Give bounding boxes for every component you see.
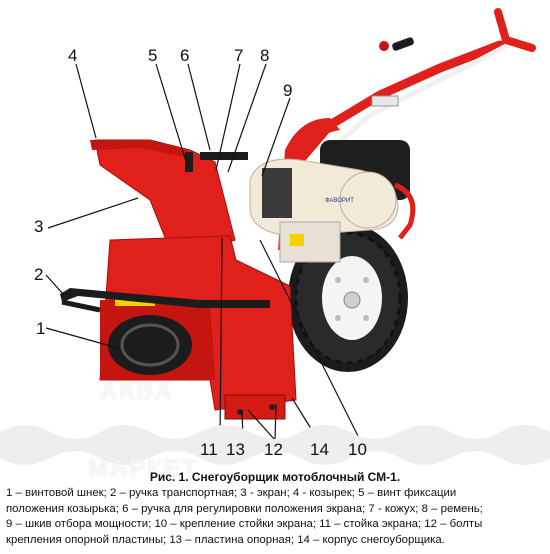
callout-10: 10 [348, 440, 367, 459]
handlebar [295, 8, 536, 165]
callout-14: 14 [310, 440, 329, 459]
legend-line: крепления опорной пластины; 13 – пластин… [6, 533, 445, 546]
transport-handle [60, 288, 270, 308]
legend-line: положения козырька; 6 – ручка для регули… [6, 502, 483, 515]
callout-2: 2 [34, 265, 44, 284]
leader-lines [45, 63, 361, 441]
callout-6: 6 [180, 46, 190, 65]
callout-7: 7 [234, 46, 244, 65]
auger-housing [99, 235, 297, 420]
callout-9: 9 [283, 81, 293, 100]
decorative-wave [0, 425, 550, 465]
engine: ФАВОРИТ [249, 140, 416, 263]
callout-4: 4 [68, 46, 78, 65]
watermark-line2: МАРКЕТ [88, 455, 199, 482]
callout-5: 5 [148, 46, 158, 65]
legend-line: 9 – шкив отбора мощности; 10 – крепление… [6, 518, 483, 531]
callout-3: 3 [34, 217, 44, 236]
callout-12: 12 [264, 440, 283, 459]
callout-11: 11 [200, 440, 218, 459]
callout-1: 1 [36, 319, 46, 338]
legend-line: 1 – винтовой шнек; 2 – ручка транспортна… [6, 487, 457, 499]
watermark-line1: АКВА [100, 378, 174, 405]
snowblower-illustration: ФАВОРИТ [45, 8, 536, 441]
figure-caption-title: Рис. 1. Снегоуборщик мотоблочный СМ-1. [149, 470, 401, 484]
brand-decal: ФАВОРИТ [325, 198, 354, 204]
figure-legend: 1 – винтовой шнек; 2 – ручка транспортна… [6, 486, 546, 548]
callout-8: 8 [260, 46, 270, 65]
callout-13: 13 [226, 440, 245, 459]
chute-handle [200, 152, 248, 160]
